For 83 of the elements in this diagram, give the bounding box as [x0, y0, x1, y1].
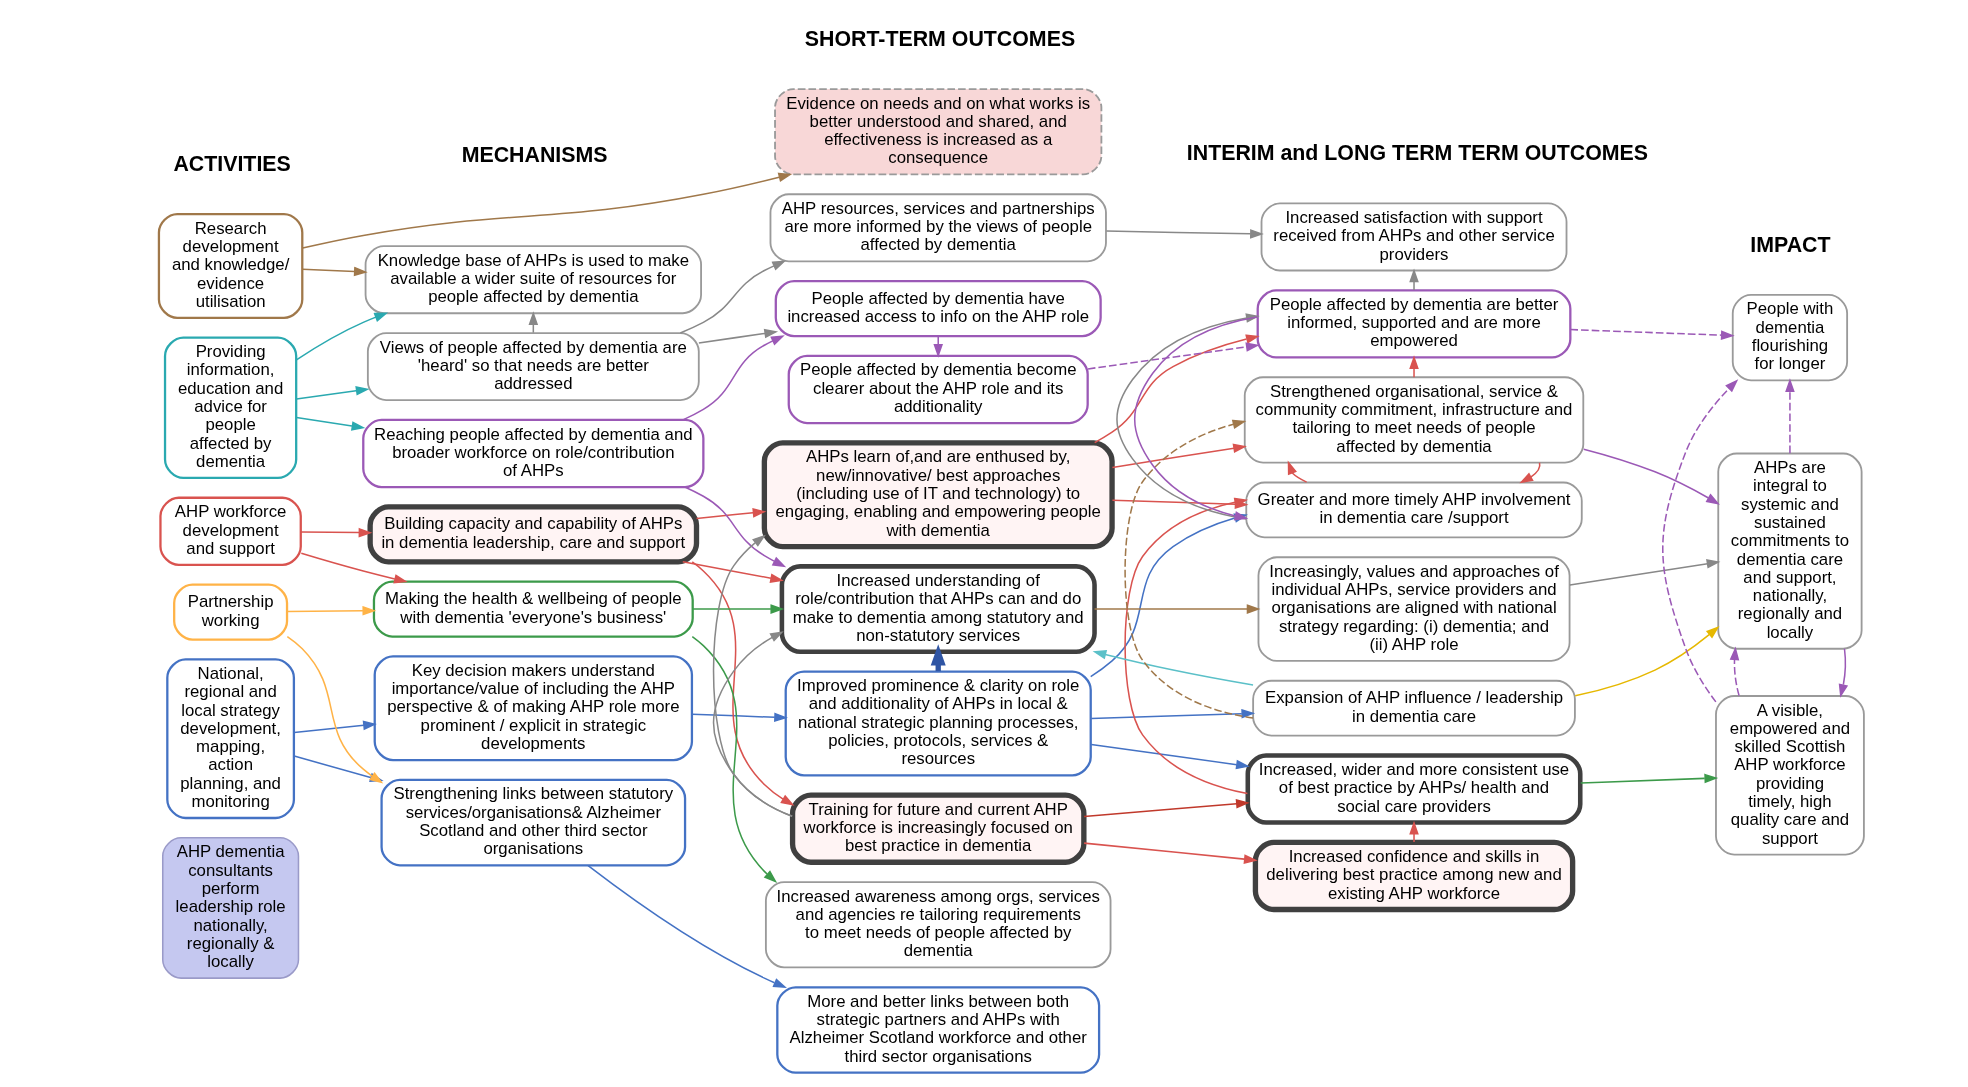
label: MECHANISMS [461, 142, 608, 167]
node-box: Training for future and current AHP workforce is increasingly focused on best practice in dementia [789, 792, 1086, 865]
node-box: AHP workforce development and support [158, 496, 302, 566]
node-box: Expansion of AHP influence / leadership in dementia care [1251, 679, 1576, 737]
arrow [1568, 559, 1720, 586]
node-box: Increased, wider and more consistent use of best practice by AHPs/ health and social care providers [1245, 753, 1583, 825]
node-box: Key decision makers understand importance/value of including the AHP perspective & of making AHP role more prominent / explicit in strategic developments [373, 655, 693, 762]
arrow [1579, 773, 1718, 784]
arrow [1082, 842, 1258, 864]
arrow [1092, 650, 1254, 686]
arrow [301, 266, 368, 277]
node-box: Strengthening links between statutory services/organisations& Alzheimer Scotland and other third sector organisations [379, 778, 686, 867]
arrow [1838, 648, 1848, 698]
label: SHORT-TERM OUTCOMES [804, 26, 1075, 51]
node-box: Making the health & wellbeing of people with dementia 'everyone's business' [372, 580, 694, 638]
node-box: Greater and more timely AHP involvement in dementia care /support [1244, 481, 1583, 539]
node-box: AHPs learn of,and are enthused by, new/innovative/ best approaches (including use of IT and technology) to engaging, enabling and empowering people with dementia [761, 440, 1115, 550]
arrow [684, 486, 786, 568]
node-box: Increased awareness among orgs, services and agencies re tailoring requirements to meet needs of people affected by dementia [764, 881, 1111, 969]
node-box: Increased satisfaction with support received from AHPs and other service providers [1260, 202, 1567, 272]
arrow [1408, 355, 1419, 378]
node-box: AHPs are integral to systemic and sustained commitments to dementia care and support, nationally, regionally and locally [1716, 452, 1863, 650]
arrow [1569, 328, 1735, 340]
arrow [1582, 448, 1720, 505]
arrow [1661, 379, 1738, 703]
node-box: Increasingly, values and approaches of individual AHPs, service providers and organisations are aligned with national strategy regarding: (i) dementia; and (ii) AHP role [1257, 556, 1570, 662]
arrow [1090, 743, 1250, 770]
arrow [295, 416, 365, 431]
arrow [1123, 419, 1254, 719]
arrow [695, 508, 766, 520]
arrow [1111, 443, 1247, 469]
node-box: Knowledge base of AHPs is used to make available a wider suite of resources for people affected by dementia [364, 245, 702, 315]
node-box: People with dementia flourishing for longer [1731, 294, 1848, 382]
arrow [1105, 229, 1264, 239]
node-box: Increased confidence and skills in delivering best practice among new and existing AHP workforce [1252, 839, 1575, 913]
node-box: People affected by dementia are better informed, supported and are more empowered [1256, 289, 1571, 359]
arrow [295, 312, 388, 361]
node-box: Providing information, education and advice for people affected by dementia [163, 336, 297, 480]
label: ACTIVITIES [172, 151, 291, 176]
arrow [691, 635, 777, 884]
arrow [712, 534, 793, 817]
arrow [690, 712, 788, 723]
arrow [1086, 342, 1260, 370]
arrow [691, 561, 795, 806]
node-box: Partnership working [172, 583, 288, 641]
arrow [295, 386, 370, 400]
arrow [1573, 625, 1719, 697]
node-box: Strengthened organisational, service & community commitment, infrastructure and tailoring to meet needs of people affected by dementia [1243, 376, 1584, 464]
node-box: Increased understanding of role/contribution that AHPs can and do make to dementia among statutory and non-statutory services [779, 564, 1097, 655]
node-box: Research development and knowledge/ evidence utilisation [157, 212, 303, 319]
node-box: Evidence on needs and on what works is better understood and shared, and effectiveness is increased as a consequence [773, 88, 1102, 176]
node-box: Building capacity and capability of AHPs in dementia leadership, care and support [366, 504, 699, 565]
arrow [1093, 604, 1260, 614]
arrow [691, 604, 784, 614]
arrow [1784, 378, 1795, 454]
label: INTERIM and LONG TERM TERM OUTCOMES [1186, 141, 1648, 166]
node-box: More and better links between both strategic partners and AHPs with Alzheimer Scotland workforce and other third sector organisations [775, 986, 1100, 1074]
node-box: Views of people affected by dementia are 'heard' so that needs are better addressed [366, 332, 700, 402]
arrow [697, 328, 778, 344]
node-box: People affected by dementia have increased access to info on the AHP role [774, 280, 1102, 338]
label: IMPACT [1749, 232, 1831, 257]
arrow [300, 552, 408, 584]
node-box: AHP resources, services and partnerships are more informed by the views of people affected by dementia [769, 193, 1107, 263]
arrow [1729, 646, 1740, 697]
node-box: People affected by dementia become clearer about the AHP role and its additionality [787, 354, 1089, 425]
arrow [932, 335, 943, 358]
arrow [586, 864, 787, 989]
arrow [299, 527, 372, 538]
node-box: Reaching people affected by dementia and broader workforce on role/contribution of AHPs [361, 418, 704, 489]
node-box: AHP dementia consultants perform leadership role nationally, regionally & locally [161, 837, 299, 979]
arrow [1408, 268, 1419, 291]
arrow [1082, 799, 1250, 818]
arrow [681, 561, 784, 583]
arrow [285, 606, 376, 616]
node-box: Improved prominence & clarity on role and additionality of AHPs in local & national strategic planning processes, policies, protocols, services & resources [784, 670, 1092, 777]
node-box: A visible, empowered and skilled Scottish AHP workforce providing timely, high quality care and support [1714, 695, 1865, 856]
arrow [679, 260, 786, 334]
arrow [1090, 708, 1255, 720]
arrow [301, 172, 792, 249]
arrow [1093, 334, 1260, 444]
node-box: National, regional and local strategy development, mapping, action planning, and monitoring [165, 658, 295, 820]
arrow [292, 720, 377, 734]
arrow [1408, 820, 1419, 843]
